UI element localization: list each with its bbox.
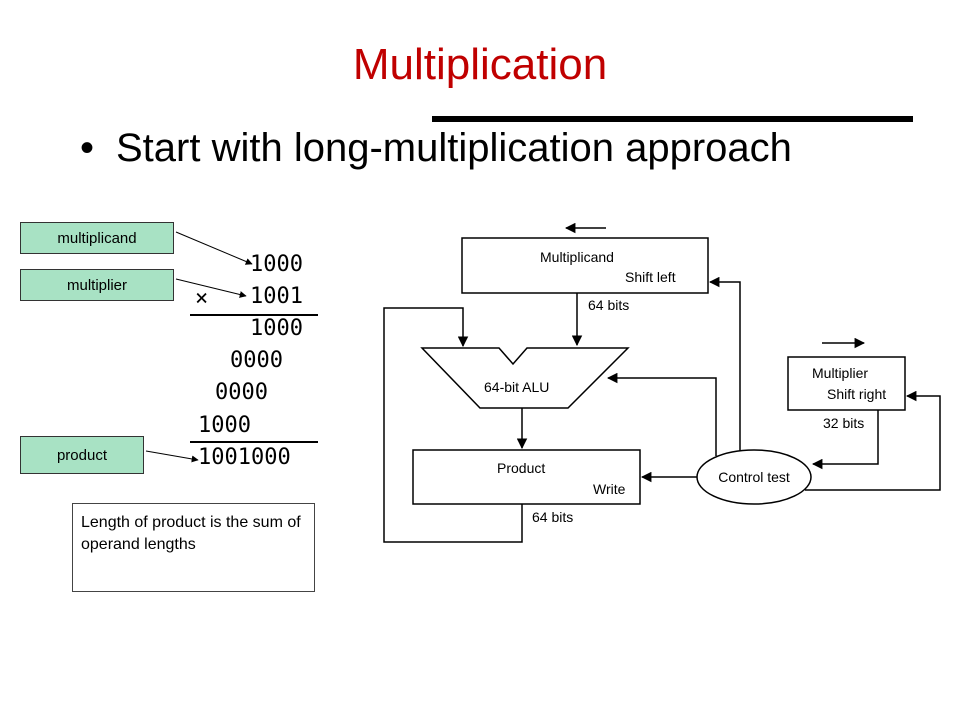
sum-rule-top [190,314,318,316]
multiplier-value: 1001 [250,284,303,309]
multiplier-pointer [175,278,247,298]
product-register-title: Product [497,460,545,476]
control-to-multiplier-path [805,390,941,491]
multiplicand-register [461,237,709,294]
product-register [412,449,641,505]
bullet-icon: • [80,126,95,170]
multiplier-register-action: Shift right [827,386,886,402]
partial-product-3: 0000 [215,380,268,405]
note-box: Length of product is the sum of operand … [72,503,315,592]
control-to-alu-path [606,372,717,456]
multiplier-tag: multiplier [20,269,174,301]
multiplicand-tag: multiplicand [20,222,174,254]
product-tag: product [20,436,144,474]
product-width-label: 64 bits [532,509,573,525]
multiplicand-register-action: Shift left [625,269,676,285]
product-feedback-path [383,307,523,543]
partial-product-2: 0000 [230,348,283,373]
product-pointer [145,450,199,463]
multiplicand-width-label: 64 bits [588,297,629,313]
sum-rule-bottom [190,441,318,443]
slide-title: Multiplication [352,40,608,89]
control-to-multiplicand-path [708,276,741,451]
multiplicand-pointer [175,231,253,265]
control-test-label: Control test [718,469,790,485]
multiplier-register [787,356,906,411]
multiplier-to-control-path [811,410,879,470]
times-operator: × [195,286,209,311]
title-divider [432,116,913,122]
multiplier-register-title: Multiplier [812,365,868,381]
multiplicand-value: 1000 [250,252,303,277]
product-value: 1001000 [198,445,291,470]
bullet-text: Start with long-multiplication approach [116,126,792,170]
product-register-action: Write [593,481,626,497]
bullet-item: • Start with long-multiplication approach [80,126,792,171]
partial-product-4: 1000 [198,413,251,438]
multiplier-width-label: 32 bits [823,415,864,431]
alu-label: 64-bit ALU [484,379,549,395]
alu-block [420,347,630,409]
multiplicand-register-title: Multiplicand [540,249,614,265]
partial-product-1: 1000 [250,316,303,341]
